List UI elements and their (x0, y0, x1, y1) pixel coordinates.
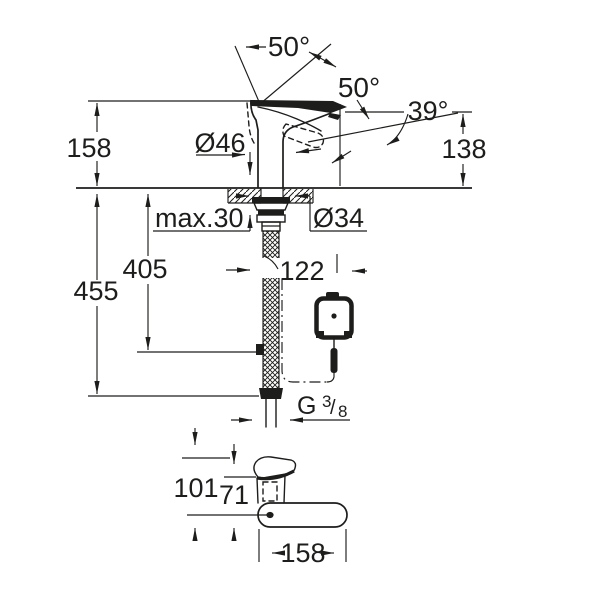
dimension-hole-diameter: Ø34 (236, 193, 367, 233)
angle-open-2-label: 50° (338, 72, 380, 103)
hose-length-label: 405 (122, 254, 167, 284)
angle-open-1-label: 50° (268, 31, 310, 62)
spout-outlet-dot (266, 511, 274, 519)
thread-letter: G (297, 392, 316, 420)
overall-depth-label: 101 (173, 473, 218, 503)
thread-denominator: 8 (338, 402, 347, 421)
dimension-control-offset: 122 (226, 254, 367, 286)
body-height-label: 158 (66, 133, 111, 163)
dimension-hose-length: 405 (122, 193, 168, 351)
hose-overall-label: 455 (73, 276, 118, 306)
dimension-body-height: 158 (66, 102, 112, 187)
side-view-faucet (246, 99, 347, 188)
spout-reach-label: 158 (280, 538, 325, 568)
hole-diameter-label: Ø34 (313, 203, 364, 233)
dimension-body-diameter: Ø46 (194, 128, 322, 158)
dimension-body-depth: 71 (219, 444, 249, 541)
reference-lines (76, 100, 472, 397)
spout-height-label: 138 (441, 134, 486, 164)
dimension-overall-depth: 101 (173, 428, 219, 541)
deck-thickness-label: max.30 (155, 203, 244, 233)
top-view-faucet (182, 456, 348, 528)
dimension-deck-thickness: max.30 (153, 152, 253, 233)
thread-slash: / (330, 397, 336, 419)
dimension-thread: G 3 / 8 (231, 392, 350, 423)
body-depth-label: 71 (219, 480, 249, 510)
box-indicator-dot (331, 313, 337, 319)
angle-callouts: 50° 50° 39° (234, 31, 449, 164)
control-offset-label: 122 (279, 256, 324, 286)
thread-numerator: 3 (322, 392, 331, 411)
dimension-spout-height: 138 (441, 113, 487, 187)
angle-spout-label: 39° (408, 96, 449, 126)
dimension-spout-reach: 158 (258, 529, 347, 568)
dimension-hose-overall: 455 (73, 193, 119, 395)
control-box (281, 279, 354, 383)
body-diameter-label: Ø46 (194, 128, 245, 158)
mounting-shank (252, 197, 290, 428)
